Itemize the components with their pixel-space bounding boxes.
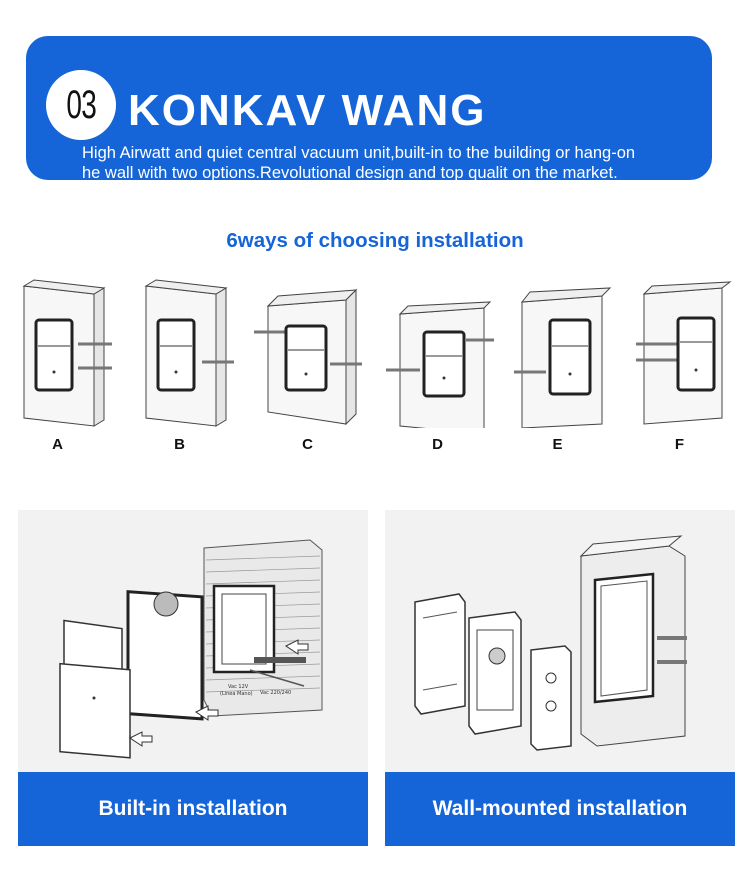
option-f: F (622, 278, 737, 453)
description-line-2: he wall with two options.Revolutional de… (82, 164, 618, 182)
description-line-1: High Airwatt and quiet central vacuum un… (82, 144, 636, 162)
option-label: F (674, 436, 685, 453)
wall-unit-illustration (254, 288, 362, 426)
voltage-label: Vac 12V (228, 684, 249, 690)
option-label: A (52, 436, 63, 453)
option-c: C (250, 278, 365, 453)
mains-voltage-label: Vac 220/240 (260, 690, 291, 696)
line-label: (Linea Mano) (220, 691, 253, 697)
brand-title: KONKAV WANG (128, 86, 487, 135)
wall-mounted-label-bar: Wall-mounted installation (385, 772, 735, 846)
option-label: E (552, 436, 563, 453)
description: High Airwatt and quiet central vacuum un… (82, 143, 722, 183)
wall-mounted-panel: Wall-mounted installation (385, 510, 735, 846)
wall-unit-illustration (22, 279, 112, 427)
wall-unit-illustration (514, 287, 612, 428)
wall-unit-illustration (144, 279, 234, 427)
option-label: D (432, 436, 443, 453)
option-b: B (122, 278, 237, 453)
wall-mounted-diagram (414, 535, 687, 751)
option-label: C (302, 436, 313, 453)
option-label: B (174, 436, 185, 453)
option-e: E (500, 278, 615, 453)
wall-mounted-label: Wall-mounted installation (432, 797, 688, 820)
built-in-diagram: Vac 12V (Linea Mano) Vac 220/240 (59, 539, 323, 759)
option-d: D (380, 278, 495, 453)
built-in-label-bar: Built-in installation (18, 772, 368, 846)
option-a: A (0, 278, 115, 453)
section-number-badge: 03 (46, 70, 116, 140)
header-banner: 03 KONKAV WANG High Airwatt and quiet ce… (26, 36, 712, 182)
built-in-panel: Vac 12V (Linea Mano) Vac 220/240 Built-i… (18, 510, 368, 846)
section-number: 03 (66, 82, 96, 127)
built-in-label: Built-in installation (98, 797, 288, 820)
wall-unit-illustration (386, 301, 494, 428)
wall-unit-illustration (636, 281, 732, 425)
installation-subtitle: 6ways of choosing installation (226, 229, 524, 252)
